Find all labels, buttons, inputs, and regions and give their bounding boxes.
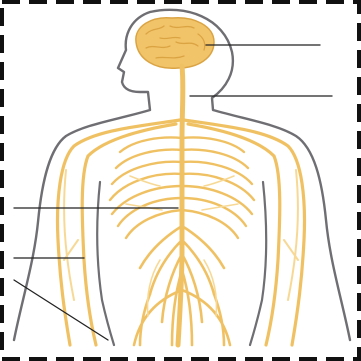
brain xyxy=(136,18,214,69)
